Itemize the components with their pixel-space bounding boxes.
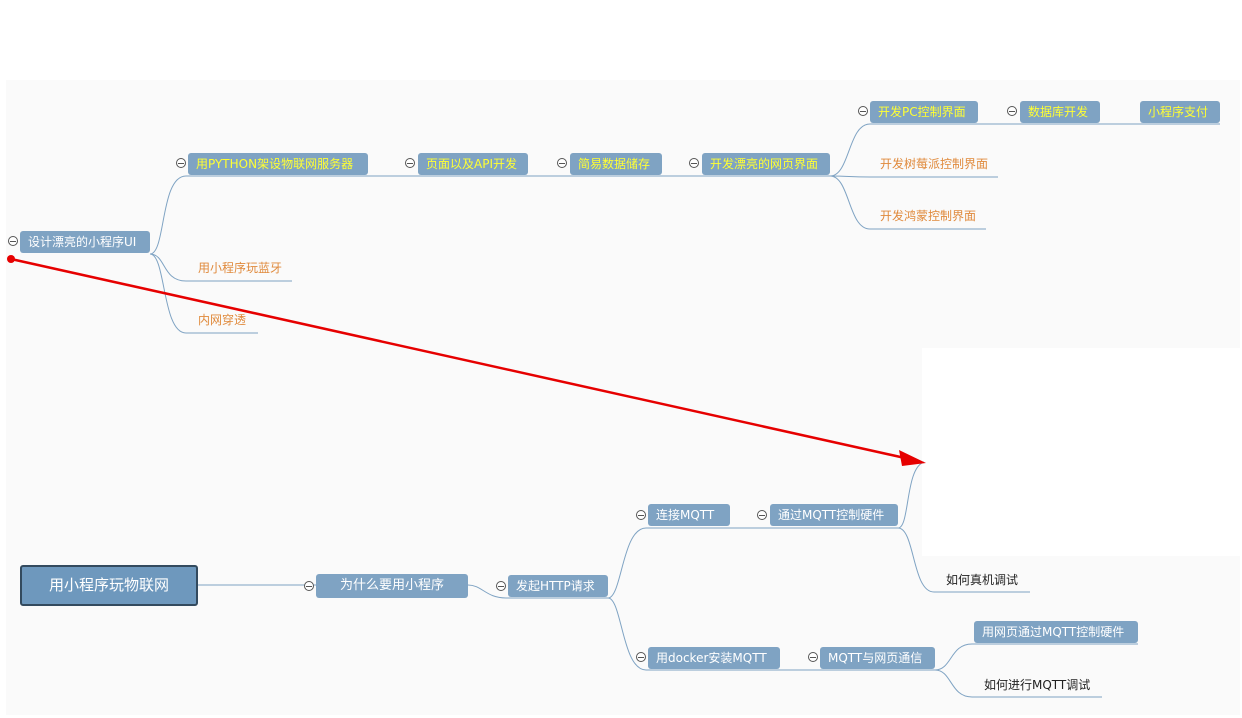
topic-connect-mqtt[interactable]: 连接MQTT [648,504,730,526]
collapse-icon[interactable] [858,106,868,116]
collapse-icon[interactable] [757,510,767,520]
topic-page-api-dev[interactable]: 页面以及API开发 [418,153,528,175]
topic-mqtt-web-communication[interactable]: MQTT与网页通信 [820,647,935,669]
topic-web-ui-dev[interactable]: 开发漂亮的网页界面 [702,153,830,175]
collapse-icon[interactable] [808,652,818,662]
collapse-icon[interactable] [689,158,699,168]
topic-intranet-penetration[interactable]: 内网穿透 [198,313,247,327]
topic-raspberry-pi-ui[interactable]: 开发树莓派控制界面 [880,157,989,171]
collapse-icon[interactable] [304,581,314,591]
lower-canvas-region [6,287,922,715]
topic-simple-data-storage[interactable]: 简易数据储存 [570,153,662,175]
topic-mqtt-debugging[interactable]: 如何进行MQTT调试 [984,678,1091,692]
topic-web-mqtt-control-hardware[interactable]: 用网页通过MQTT控制硬件 [974,621,1138,643]
topic-docker-install-mqtt[interactable]: 用docker安装MQTT [648,647,780,669]
collapse-icon[interactable] [405,158,415,168]
topic-harmony-ui[interactable]: 开发鸿蒙控制界面 [880,209,977,223]
collapse-icon[interactable] [636,510,646,520]
topic-bluetooth[interactable]: 用小程序玩蓝牙 [198,261,283,275]
root-topic[interactable]: 用小程序玩物联网 [20,565,198,606]
topic-pc-control-ui[interactable]: 开发PC控制界面 [870,101,978,123]
topic-mqtt-control-hardware[interactable]: 通过MQTT控制硬件 [770,504,898,526]
topic-real-device-debug[interactable]: 如何真机调试 [946,573,1019,587]
collapse-icon[interactable] [1007,106,1017,116]
topic-mini-program-payment[interactable]: 小程序支付 [1140,101,1220,123]
topic-why-mini-program[interactable]: 为什么要用小程序 [316,574,468,598]
topic-design-mini-program-ui[interactable]: 设计漂亮的小程序UI [20,231,150,253]
topic-database-dev[interactable]: 数据库开发 [1020,101,1100,123]
collapse-icon[interactable] [636,652,646,662]
collapse-icon[interactable] [176,158,186,168]
collapse-icon[interactable] [8,236,18,246]
topic-python-iot-server[interactable]: 用PYTHON架设物联网服务器 [188,153,368,175]
collapse-icon[interactable] [496,581,506,591]
collapse-icon[interactable] [557,158,567,168]
topic-http-request[interactable]: 发起HTTP请求 [508,575,608,597]
